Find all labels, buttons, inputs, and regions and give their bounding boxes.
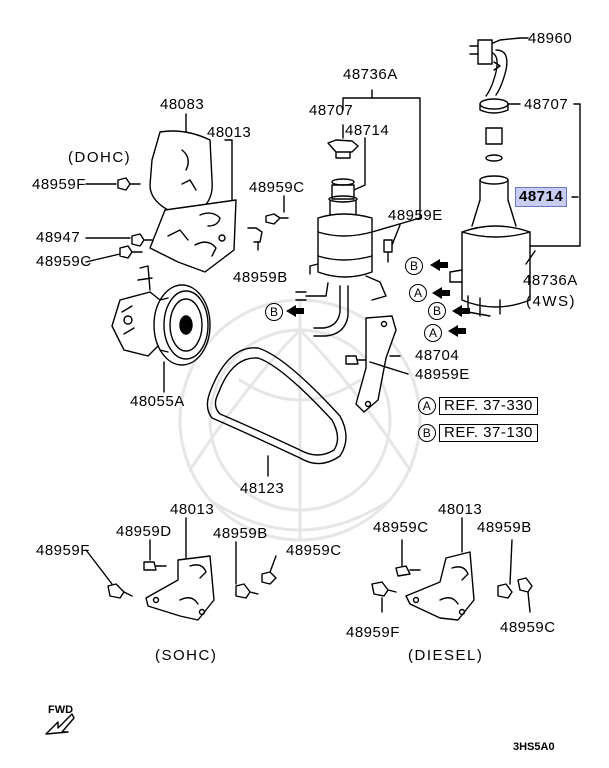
section-dohc: (DOHC) [68,149,132,166]
label-48959F-top: 48959F [32,176,86,193]
dohc-bracket [149,130,237,273]
label-48960: 48960 [528,30,573,47]
reference-b-letter: B [418,424,436,442]
label-48707-right: 48707 [524,96,569,113]
tag-a: A [424,324,442,342]
section-sohc: (SOHC) [155,647,218,664]
section-4ws: (4WS) [526,293,576,310]
bracket-48704 [355,315,409,413]
label-48959B-diesel: 48959B [477,519,532,536]
label-48959C-diesel-2: 48959C [500,619,556,636]
label-48959C-left: 48959C [36,253,92,270]
diesel-bracket [371,517,533,621]
label-48013-top: 48013 [207,124,252,141]
drive-belt [206,347,347,477]
power-steering-pump [111,265,211,366]
sohc-bracket [85,517,277,621]
leaders-right [507,37,581,265]
label-48959F-diesel: 48959F [346,624,400,641]
reference-b-text: REF. 37-130 [439,424,538,442]
leaders-center [342,89,421,246]
label-48055A: 48055A [130,393,185,410]
reservoir-center [295,139,387,337]
label-48959E-mid: 48959E [415,366,470,383]
label-48707-mid: 48707 [309,102,354,119]
tag-b: B [405,257,423,275]
fwd-label: FWD [48,704,74,716]
label-48959B-mid: 48959B [233,269,288,286]
reservoir-4ws [449,37,531,317]
label-48714-highlighted[interactable]: 48714 [515,187,568,207]
section-diesel: (DIESEL) [408,647,484,664]
label-48013-diesel: 48013 [438,501,483,518]
label-48959E-top: 48959E [388,207,443,224]
label-48959B-sohc: 48959B [213,525,268,542]
label-48704: 48704 [415,347,460,364]
label-48959D: 48959D [116,523,172,540]
reference-a-text: REF. 37-330 [439,397,538,415]
label-48714-mid: 48714 [345,122,390,139]
label-48083: 48083 [160,96,205,113]
tag-b: B [428,302,446,320]
label-48736A-top: 48736A [343,66,398,83]
leaders-left [85,113,285,393]
tag-b: B [265,303,283,321]
label-48959F-sohc: 48959F [36,542,90,559]
flow-arrows [286,259,470,337]
label-48959C-diesel: 48959C [373,519,429,536]
diagram-code: 3HS5A0 [513,741,555,753]
fwd-arrow-icon [45,713,75,735]
reference-a-letter: A [418,397,436,415]
label-48013-sohc: 48013 [170,501,215,518]
label-48123: 48123 [240,480,285,497]
label-48959C-sohc: 48959C [286,542,342,559]
label-48959C-top: 48959C [249,179,305,196]
label-48947: 48947 [36,229,81,246]
tag-a: A [409,284,427,302]
label-48736A-right: 48736A [523,272,578,289]
bolts [117,177,393,365]
